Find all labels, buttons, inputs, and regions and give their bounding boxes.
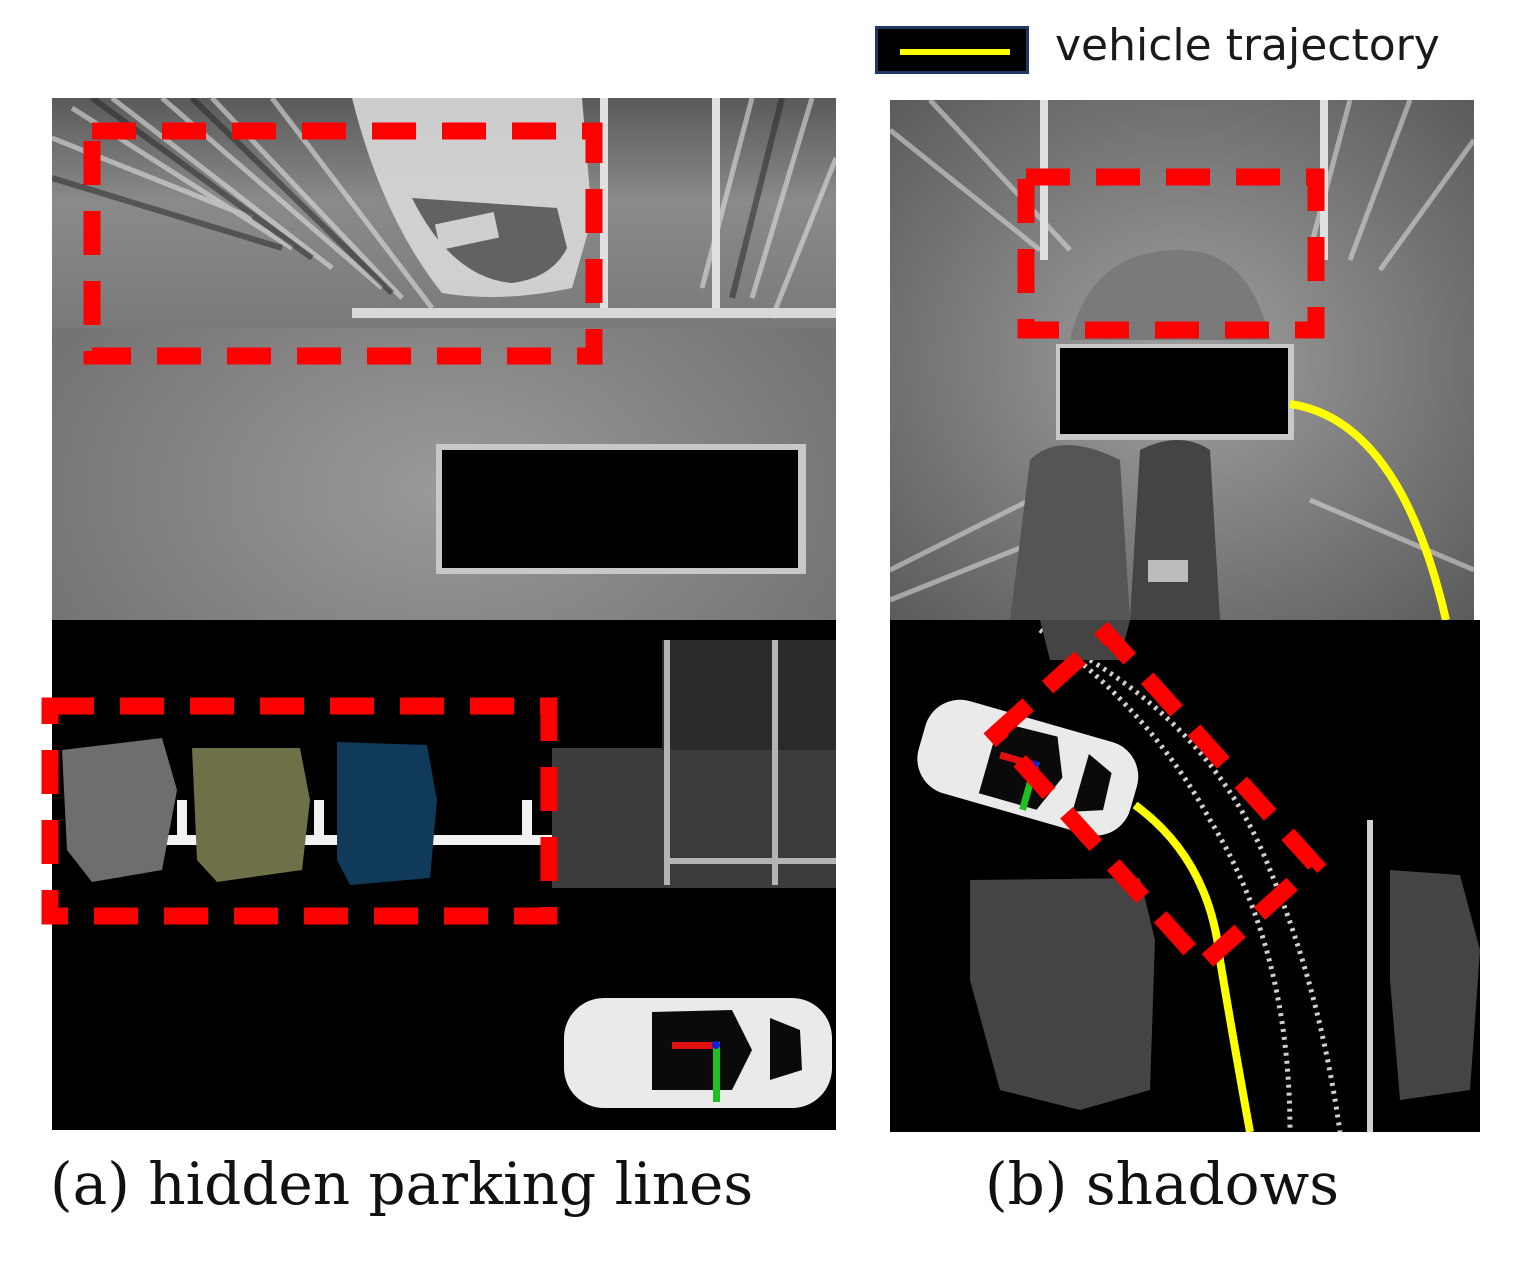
highlight-box-a-bottom	[41, 697, 558, 925]
panel-b-top	[890, 100, 1474, 620]
panel-b-top-image	[890, 100, 1474, 620]
parked-car-blue	[337, 742, 437, 885]
legend: vehicle trajectory	[875, 20, 1475, 82]
panel-b-bottom-image	[890, 620, 1480, 1132]
panel-b-bottom	[890, 620, 1480, 1132]
highlight-box-a-top	[83, 122, 603, 365]
highlight-box-b-bottom	[983, 621, 1327, 977]
ego-car-icon	[564, 998, 832, 1108]
panel-a-bottom	[52, 620, 836, 1130]
trajectory-line-top	[1289, 400, 1450, 620]
highlight-box-b-top	[1017, 168, 1325, 339]
legend-label: vehicle trajectory	[1055, 20, 1440, 71]
parked-car-olive	[192, 748, 310, 882]
legend-swatch	[875, 26, 1029, 74]
caption-b: (b) shadows	[985, 1150, 1339, 1218]
parked-car-gray	[62, 738, 177, 882]
caption-a: (a) hidden parking lines	[50, 1150, 754, 1218]
legend-line-icon	[900, 49, 1010, 55]
